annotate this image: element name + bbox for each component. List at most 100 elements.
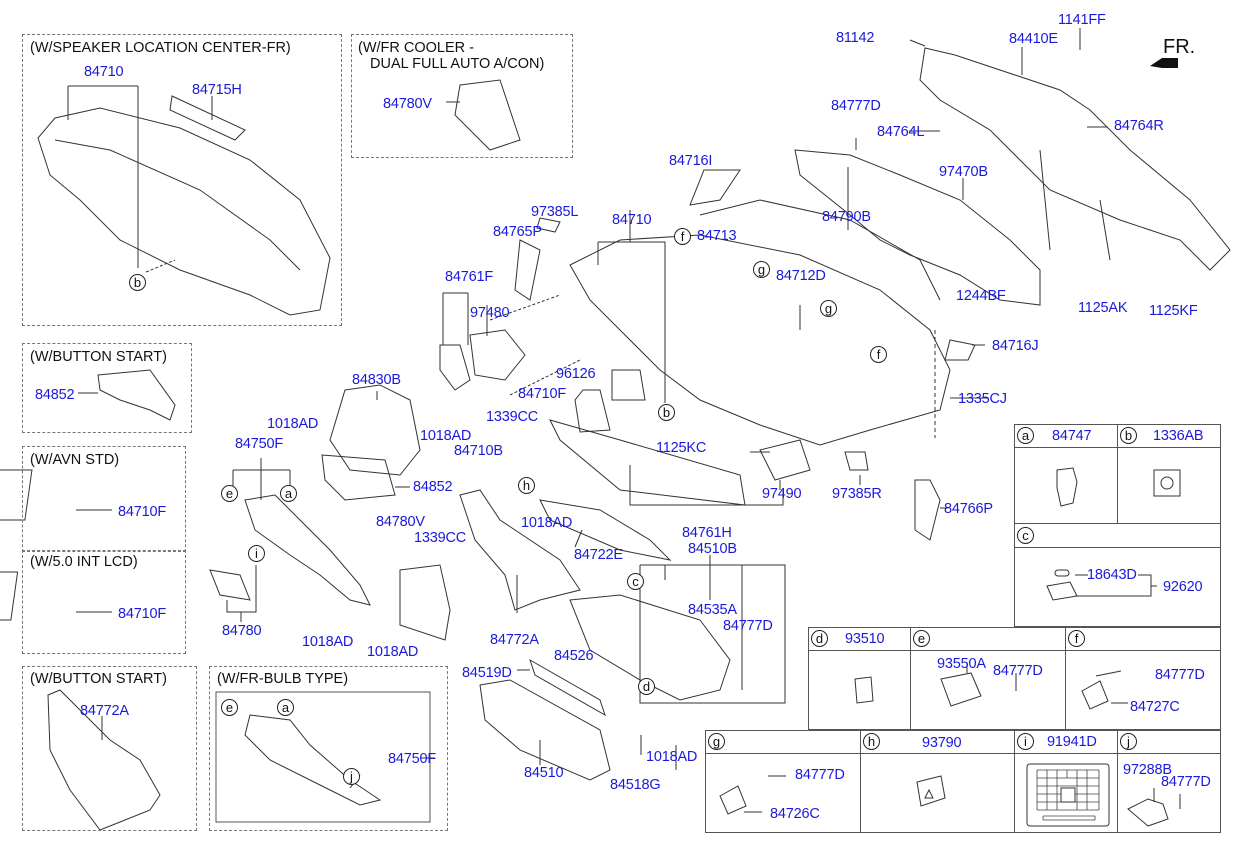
legend-part-h[interactable]: 93790	[922, 735, 962, 751]
part-label[interactable]: 84715H	[192, 82, 242, 98]
legend-body-d	[808, 650, 911, 730]
part-label[interactable]: 1125KF	[1149, 303, 1198, 319]
callout-h: h	[518, 477, 535, 494]
front-direction-arrow	[1150, 58, 1178, 68]
legend-part-g-1[interactable]: 84726C	[770, 806, 820, 822]
part-label[interactable]: 96126	[556, 366, 596, 382]
variant-caption-button-start-top: (W/BUTTON START)	[30, 349, 167, 365]
part-label[interactable]: 84716J	[992, 338, 1039, 354]
part-label[interactable]: 84710	[612, 212, 652, 228]
variant-box-fr-cooler	[351, 34, 573, 158]
glovebox-door-shape	[479, 679, 611, 781]
callout-i: i	[248, 545, 265, 562]
part-label[interactable]: 84852	[35, 387, 75, 403]
part-label[interactable]: 1018AD	[302, 634, 354, 650]
variant-caption-avn-std: (W/AVN STD)	[30, 452, 120, 468]
callout-j: j	[343, 768, 360, 785]
part-label[interactable]: 1141FF	[1058, 12, 1106, 28]
part-label[interactable]: 84780V	[376, 514, 425, 530]
part-label[interactable]: 97385R	[832, 486, 882, 502]
part-label[interactable]: 84772A	[490, 632, 539, 648]
part-label[interactable]: 1018AD	[267, 416, 319, 432]
part-label[interactable]: 84716I	[669, 153, 713, 169]
clip-nut-icon	[1153, 469, 1181, 497]
legend-part-d[interactable]: 93510	[845, 631, 885, 647]
part-label[interactable]: 84852	[413, 479, 453, 495]
part-label[interactable]: 84772A	[80, 703, 129, 719]
part-label[interactable]: 84780V	[383, 96, 432, 112]
part-label[interactable]: 84777D	[723, 618, 773, 634]
legend-part-j-1[interactable]: 84777D	[1161, 774, 1211, 790]
part-label[interactable]: 84518G	[610, 777, 661, 793]
legend-body-a	[1014, 447, 1118, 524]
legend-part-e-1[interactable]: 84777D	[993, 663, 1043, 679]
part-label[interactable]: 84764R	[1114, 118, 1164, 134]
part-label[interactable]: 84526	[554, 648, 594, 664]
part-label[interactable]: 97490	[762, 486, 802, 502]
front-direction-label: FR.	[1163, 36, 1196, 58]
legend-part-f-0[interactable]: 84777D	[1155, 667, 1205, 683]
legend-part-i[interactable]: 91941D	[1047, 734, 1097, 750]
part-label[interactable]: 1125KC	[656, 440, 707, 456]
part-label[interactable]: 1018AD	[646, 749, 698, 765]
part-label[interactable]: 84510B	[688, 541, 737, 557]
part-label[interactable]: 1018AD	[521, 515, 573, 531]
legend-part-g-0[interactable]: 84777D	[795, 767, 845, 783]
part-label[interactable]: 84519D	[462, 665, 512, 681]
legend-body-h	[860, 753, 1015, 833]
part-label[interactable]: 1018AD	[367, 644, 419, 660]
part-label[interactable]: 1339CC	[414, 530, 466, 546]
part-label[interactable]: 84535A	[688, 602, 737, 618]
variant-caption-fr-cooler-1: (W/FR COOLER -	[358, 40, 474, 56]
part-label[interactable]: 84713	[697, 228, 737, 244]
part-label[interactable]: 1339CC	[486, 409, 538, 425]
legend-part-a[interactable]: 84747	[1052, 428, 1092, 444]
part-label[interactable]: 84765P	[493, 224, 542, 240]
part-label[interactable]: 84777D	[831, 98, 881, 114]
part-label[interactable]: 84780	[222, 623, 262, 639]
part-label[interactable]: 84761F	[445, 269, 493, 285]
callout-b: b	[129, 274, 146, 291]
legend-part-c-0[interactable]: 18643D	[1087, 567, 1137, 583]
part-label[interactable]: 84410E	[1009, 31, 1058, 47]
part-label[interactable]: 84764L	[877, 124, 925, 140]
part-label[interactable]: 84510	[524, 765, 564, 781]
legend-part-j-0[interactable]: 97288B	[1123, 762, 1172, 778]
part-label[interactable]: 84710F	[118, 504, 166, 520]
part-label[interactable]: 1335CJ	[958, 391, 1007, 407]
callout-d: d	[638, 678, 655, 695]
part-label[interactable]: 84710	[84, 64, 124, 80]
part-label[interactable]: 1125AK	[1078, 300, 1128, 316]
bracket-icon	[1081, 670, 1128, 710]
part-label[interactable]: 84712D	[776, 268, 826, 284]
legend-key-i: i	[1017, 733, 1034, 750]
part-label[interactable]: 1244BF	[956, 288, 1006, 304]
part-label[interactable]: 84830B	[352, 372, 401, 388]
part-label[interactable]: 84710B	[454, 443, 503, 459]
variant-caption-speaker-center: (W/SPEAKER LOCATION CENTER-FR)	[30, 40, 291, 56]
part-label[interactable]: 97480	[470, 305, 510, 321]
air-duct-shape	[794, 149, 1041, 306]
part-label[interactable]: 84790B	[822, 209, 871, 225]
switch-assembly-icon	[940, 663, 1017, 707]
part-label[interactable]: 84710F	[518, 386, 566, 402]
part-label[interactable]: 84750F	[235, 436, 283, 452]
part-label[interactable]: 84722E	[574, 547, 623, 563]
legend-part-f-1[interactable]: 84727C	[1130, 699, 1180, 715]
part-label[interactable]: 84710F	[118, 606, 166, 622]
part-label[interactable]: 97470B	[939, 164, 988, 180]
glovebox-housing-shape	[569, 594, 731, 701]
legend-part-c-1[interactable]: 92620	[1163, 579, 1203, 595]
variant-box-int-lcd	[22, 550, 186, 654]
part-label[interactable]: 84766P	[944, 501, 993, 517]
variant-box-avn-std	[22, 446, 186, 552]
part-label[interactable]: 1018AD	[420, 428, 472, 444]
part-label[interactable]: 81142	[836, 30, 875, 46]
part-label[interactable]: 97385L	[531, 204, 579, 220]
part-label[interactable]: 84761H	[682, 525, 732, 541]
legend-part-b[interactable]: 1336AB	[1153, 428, 1204, 444]
legend-key-g: g	[708, 733, 725, 750]
part-label[interactable]: 84750F	[388, 751, 436, 767]
legend-part-e-0[interactable]: 93550A	[937, 656, 986, 672]
